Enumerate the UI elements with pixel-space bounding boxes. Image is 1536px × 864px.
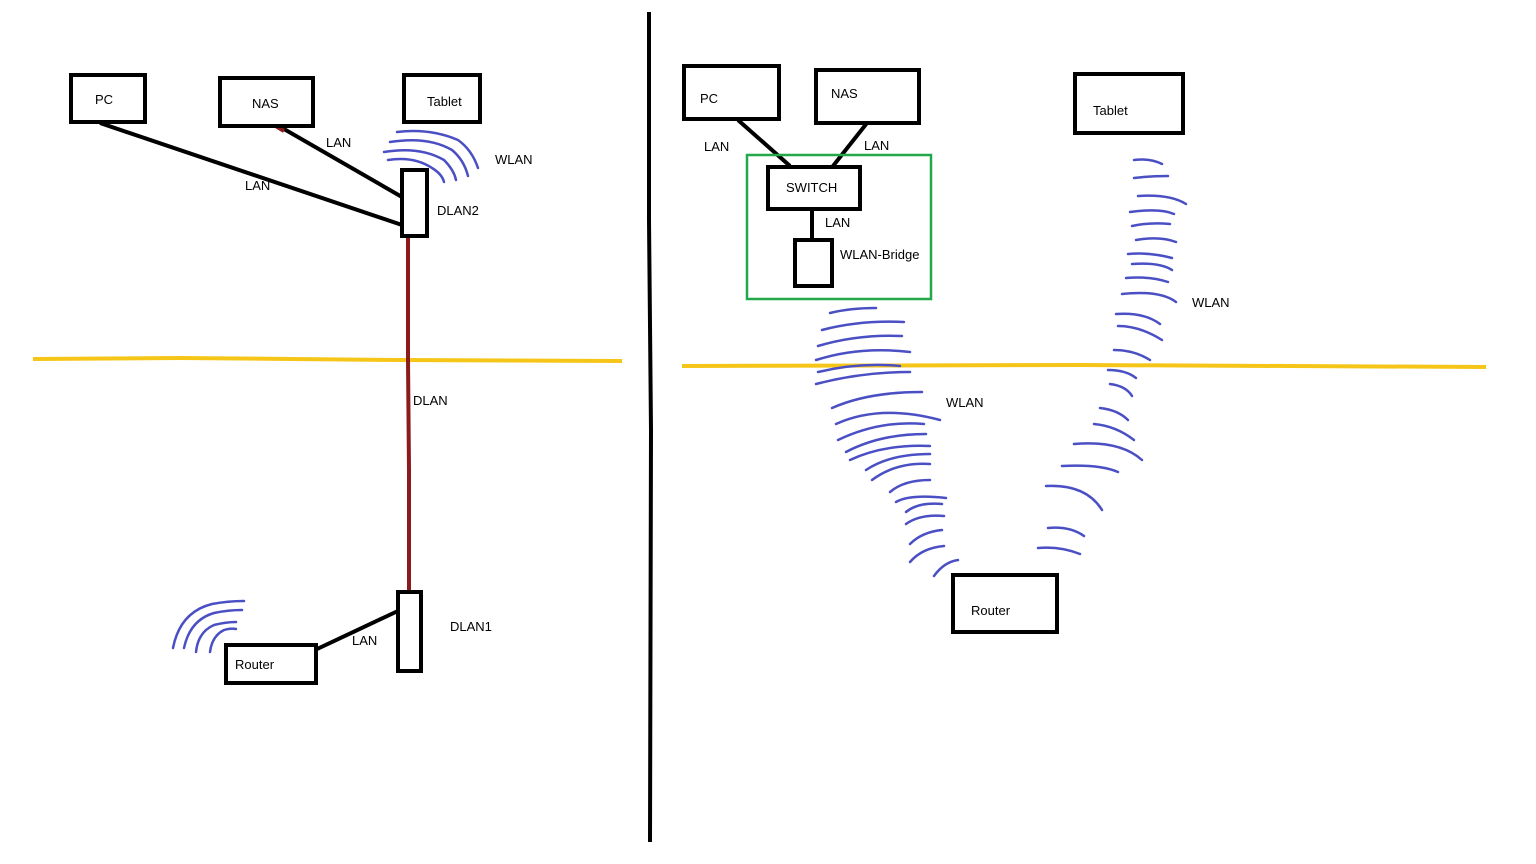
left-tablet-label: Tablet xyxy=(427,94,462,109)
right-router-label: Router xyxy=(971,603,1011,618)
right-wlan-bridge-label: WLAN xyxy=(946,395,984,410)
left-router-label: Router xyxy=(235,657,275,672)
dlan-powerline xyxy=(406,236,411,592)
router-wifi-waves xyxy=(171,599,246,654)
left-pc-node: PC xyxy=(69,73,147,124)
divider-line xyxy=(647,12,654,843)
right-nas-label: NAS xyxy=(831,86,858,101)
right-switch-node: SWITCH xyxy=(766,165,862,211)
left-nas-lan-label: LAN xyxy=(326,135,352,150)
left-tablet-node: Tablet xyxy=(402,73,482,124)
nas-dlan2-cable xyxy=(276,123,403,199)
left-dlan2-node xyxy=(400,168,429,238)
left-nas-node: NAS xyxy=(218,76,315,128)
right-bridge-node xyxy=(793,238,834,288)
tablet-wifi-waves xyxy=(382,129,480,184)
right-nas-lan-label: LAN xyxy=(864,138,890,153)
floor-line-right xyxy=(681,362,1487,369)
right-tablet-node: Tablet xyxy=(1073,72,1185,135)
right-pc-label: PC xyxy=(700,91,719,106)
right-wlan-tablet-label: WLAN xyxy=(1192,295,1230,310)
left-nas-label: NAS xyxy=(252,96,279,111)
right-pc-lan-label: LAN xyxy=(704,139,730,154)
pc-switch-cable xyxy=(736,118,792,168)
left-pc-lan-label: LAN xyxy=(245,178,271,193)
right-router-node: Router xyxy=(951,573,1059,634)
floor-line-left xyxy=(32,355,623,363)
left-router-lan-label: LAN xyxy=(352,633,378,648)
right-tablet-label: Tablet xyxy=(1093,103,1128,118)
right-pc-node: PC xyxy=(682,64,781,121)
right-switch-lan-label: LAN xyxy=(825,215,851,230)
nas-switch-cable xyxy=(831,121,869,168)
right-bridge-label: WLAN-Bridge xyxy=(840,247,920,262)
left-dlan2-label: DLAN2 xyxy=(437,203,479,218)
bridge-group-box xyxy=(745,153,933,301)
router-tablet-wifi-waves xyxy=(1036,158,1188,556)
left-dlan1-label: DLAN1 xyxy=(450,619,492,634)
left-pc-label: PC xyxy=(95,92,114,107)
bridge-router-wifi-waves xyxy=(814,306,960,578)
left-dlan-label: DLAN xyxy=(413,393,448,408)
router-dlan1-cable xyxy=(314,608,401,652)
right-switch-label: SWITCH xyxy=(786,180,838,195)
left-router-node: Router xyxy=(224,643,318,685)
left-wlan-label: WLAN xyxy=(495,152,533,167)
right-nas-node: NAS xyxy=(814,68,921,125)
left-dlan1-node xyxy=(396,590,423,673)
pc-dlan2-cable xyxy=(99,121,403,227)
